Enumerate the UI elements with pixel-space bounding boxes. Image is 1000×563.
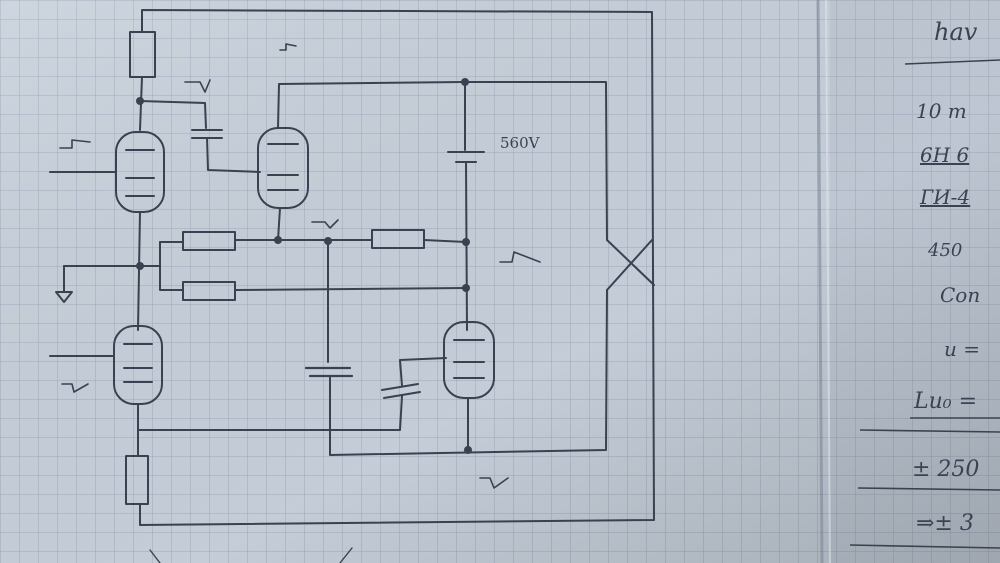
right-page-notes	[849, 59, 1000, 549]
crossover-wires	[606, 239, 655, 291]
note-line-1: hav	[934, 18, 978, 46]
resistor-mid-2	[371, 229, 425, 249]
note-line-6: Con	[940, 283, 980, 307]
ground-symbol	[55, 291, 73, 303]
note-line-9: ± 250	[912, 457, 979, 482]
resistor-bottom	[125, 455, 149, 505]
note-line-7: u =	[944, 337, 980, 361]
note-line-2: 10 m	[916, 99, 967, 123]
supply-voltage-label: 560V	[500, 134, 541, 152]
note-line-3: 6H 6	[920, 143, 970, 167]
note-line-8: Lu₀ =	[913, 389, 977, 414]
circuit-schematic	[49, 9, 655, 563]
output-capacitor	[381, 383, 421, 399]
note-line-5: 450	[927, 240, 962, 261]
note-line-10: ⇒± 3	[916, 511, 974, 536]
note-line-4: ГИ-4	[919, 185, 970, 209]
tube-2	[257, 127, 309, 209]
top-wire	[139, 9, 655, 526]
